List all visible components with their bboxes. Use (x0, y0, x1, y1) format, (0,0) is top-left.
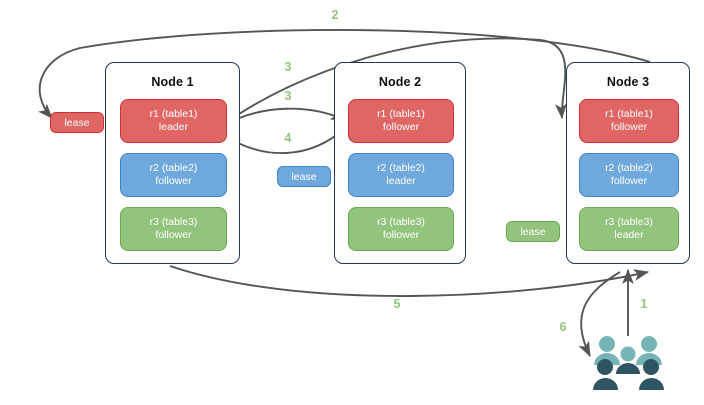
step-label-4: 4 (284, 131, 292, 145)
users-group-icon (593, 336, 664, 390)
replica-name: r3 (table3) (149, 216, 198, 228)
step-label-3-lower: 3 (284, 89, 292, 103)
step-label-5: 5 (393, 297, 401, 311)
replica-r2-node1[interactable]: r2 (table2) follower (120, 153, 227, 197)
replica-role: follower (610, 175, 648, 187)
replica-role: leader (614, 229, 644, 241)
lease-badge-r1[interactable]: lease (50, 112, 104, 133)
replica-role: follower (610, 121, 648, 133)
replica-r2-node3[interactable]: r2 (table2) follower (579, 153, 679, 197)
step-label-2: 2 (331, 8, 339, 22)
step-label-3-upper: 3 (284, 60, 292, 74)
lease-badge-r3[interactable]: lease (506, 221, 560, 242)
replica-r3-node1[interactable]: r3 (table3) follower (120, 207, 227, 251)
replica-name: r2 (table2) (377, 162, 425, 174)
replica-r1-node3[interactable]: r1 (table1) follower (579, 99, 679, 143)
replica-r3-node2[interactable]: r3 (table3) follower (348, 207, 454, 251)
replica-r1-node2[interactable]: r1 (table1) follower (348, 99, 454, 143)
step-label-6: 6 (559, 320, 567, 334)
replica-name: r2 (table2) (605, 162, 653, 174)
node-title: Node 2 (378, 75, 422, 89)
replica-role: leader (158, 121, 189, 133)
edge-3-to-node3 (220, 37, 567, 127)
step-label-1: 1 (640, 297, 648, 311)
replica-name: r1 (table1) (605, 108, 653, 120)
replica-r2-node2[interactable]: r2 (table2) leader (348, 153, 454, 197)
node-title: Node 1 (151, 75, 194, 89)
replica-role: follower (155, 229, 192, 241)
edge-3-to-node2 (221, 107, 347, 127)
node-title: Node 3 (606, 75, 650, 89)
replica-role: leader (386, 175, 416, 187)
replica-role: follower (382, 229, 420, 241)
edge-6 (578, 271, 621, 358)
replica-role: follower (155, 175, 192, 187)
replica-name: r3 (table3) (377, 216, 425, 228)
node-box-2[interactable]: Node 2 r1 (table1) follower r2 (table2) … (334, 62, 466, 264)
replica-name: r3 (table3) (605, 216, 653, 228)
replica-r3-node3[interactable]: r3 (table3) leader (579, 207, 679, 251)
replica-name: r2 (table2) (149, 162, 198, 174)
replica-r1-node1[interactable]: r1 (table1) leader (120, 99, 227, 143)
node-box-1[interactable]: Node 1 r1 (table1) leader r2 (table2) fo… (105, 62, 240, 264)
node-box-3[interactable]: Node 3 r1 (table1) follower r2 (table2) … (566, 62, 690, 264)
edge-5 (169, 265, 650, 297)
replica-name: r1 (table1) (149, 108, 198, 120)
lease-badge-r2[interactable]: lease (277, 166, 331, 187)
replica-name: r1 (table1) (377, 108, 425, 120)
replica-role: follower (382, 121, 420, 133)
